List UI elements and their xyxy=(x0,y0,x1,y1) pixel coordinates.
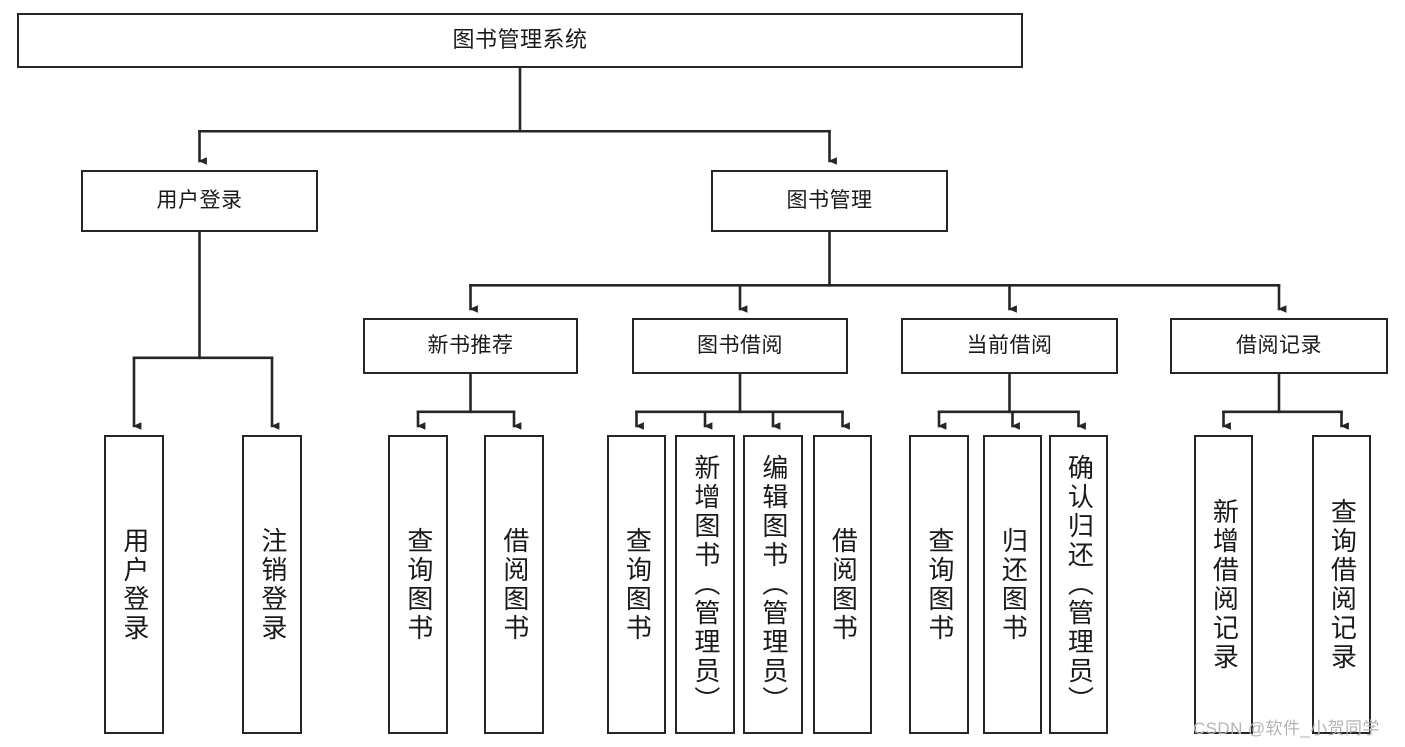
node-book-management-label: 图书管理 xyxy=(786,189,873,213)
node-book-management[interactable]: 图书管理 xyxy=(711,170,948,232)
node-root[interactable]: 图书管理系统 xyxy=(17,13,1023,68)
node-user-login[interactable]: 用户登录 xyxy=(81,170,318,232)
leaf-add-borrow-record-label: 新增借阅记录 xyxy=(1209,497,1240,672)
leaf-return-book-label: 归还图书 xyxy=(998,526,1029,643)
node-root-label: 图书管理系统 xyxy=(452,27,588,53)
leaf-borrow-book-recommend[interactable]: 借阅图书 xyxy=(484,435,544,734)
leaf-borrow-book-label: 借阅图书 xyxy=(828,526,859,643)
leaf-query-book-current[interactable]: 查询图书 xyxy=(909,435,969,734)
leaf-query-borrow-record-label: 查询借阅记录 xyxy=(1327,497,1358,672)
leaf-add-book-admin[interactable]: 新增图书（管理员） xyxy=(675,435,735,734)
leaf-borrow-book-recommend-label: 借阅图书 xyxy=(499,526,530,643)
node-current-borrow-label: 当前借阅 xyxy=(966,334,1053,358)
node-new-book-recommend-label: 新书推荐 xyxy=(427,334,514,358)
leaf-add-borrow-record[interactable]: 新增借阅记录 xyxy=(1194,435,1253,734)
leaf-borrow-book[interactable]: 借阅图书 xyxy=(813,435,872,734)
leaf-edit-book-admin[interactable]: 编辑图书（管理员） xyxy=(743,435,803,734)
leaf-user-login[interactable]: 用户登录 xyxy=(104,435,164,734)
leaf-return-book[interactable]: 归还图书 xyxy=(983,435,1042,734)
leaf-logout-label: 注销登录 xyxy=(257,526,288,643)
leaf-query-book-recommend-label: 查询图书 xyxy=(403,526,434,643)
leaf-query-book-current-label: 查询图书 xyxy=(924,526,955,643)
leaf-query-book-borrow-label: 查询图书 xyxy=(622,526,653,643)
leaf-confirm-return-admin[interactable]: 确认归还（管理员） xyxy=(1049,435,1108,734)
leaf-query-borrow-record[interactable]: 查询借阅记录 xyxy=(1312,435,1371,734)
node-new-book-recommend[interactable]: 新书推荐 xyxy=(363,318,578,374)
leaf-query-book-recommend[interactable]: 查询图书 xyxy=(388,435,448,734)
node-book-borrow[interactable]: 图书借阅 xyxy=(632,318,848,374)
leaf-add-book-admin-label: 新增图书（管理员） xyxy=(690,454,721,715)
edge-group xyxy=(132,66,1349,430)
leaf-logout[interactable]: 注销登录 xyxy=(242,435,302,734)
node-book-borrow-label: 图书借阅 xyxy=(697,334,783,358)
leaf-edit-book-admin-label: 编辑图书（管理员） xyxy=(758,454,789,715)
node-user-login-label: 用户登录 xyxy=(156,189,243,213)
leaf-confirm-return-admin-label: 确认归还（管理员） xyxy=(1064,454,1095,715)
leaf-user-login-label: 用户登录 xyxy=(119,526,150,643)
node-current-borrow[interactable]: 当前借阅 xyxy=(901,318,1118,374)
node-borrow-record[interactable]: 借阅记录 xyxy=(1170,318,1388,374)
node-borrow-record-label: 借阅记录 xyxy=(1236,334,1322,358)
leaf-query-book-borrow[interactable]: 查询图书 xyxy=(607,435,666,734)
